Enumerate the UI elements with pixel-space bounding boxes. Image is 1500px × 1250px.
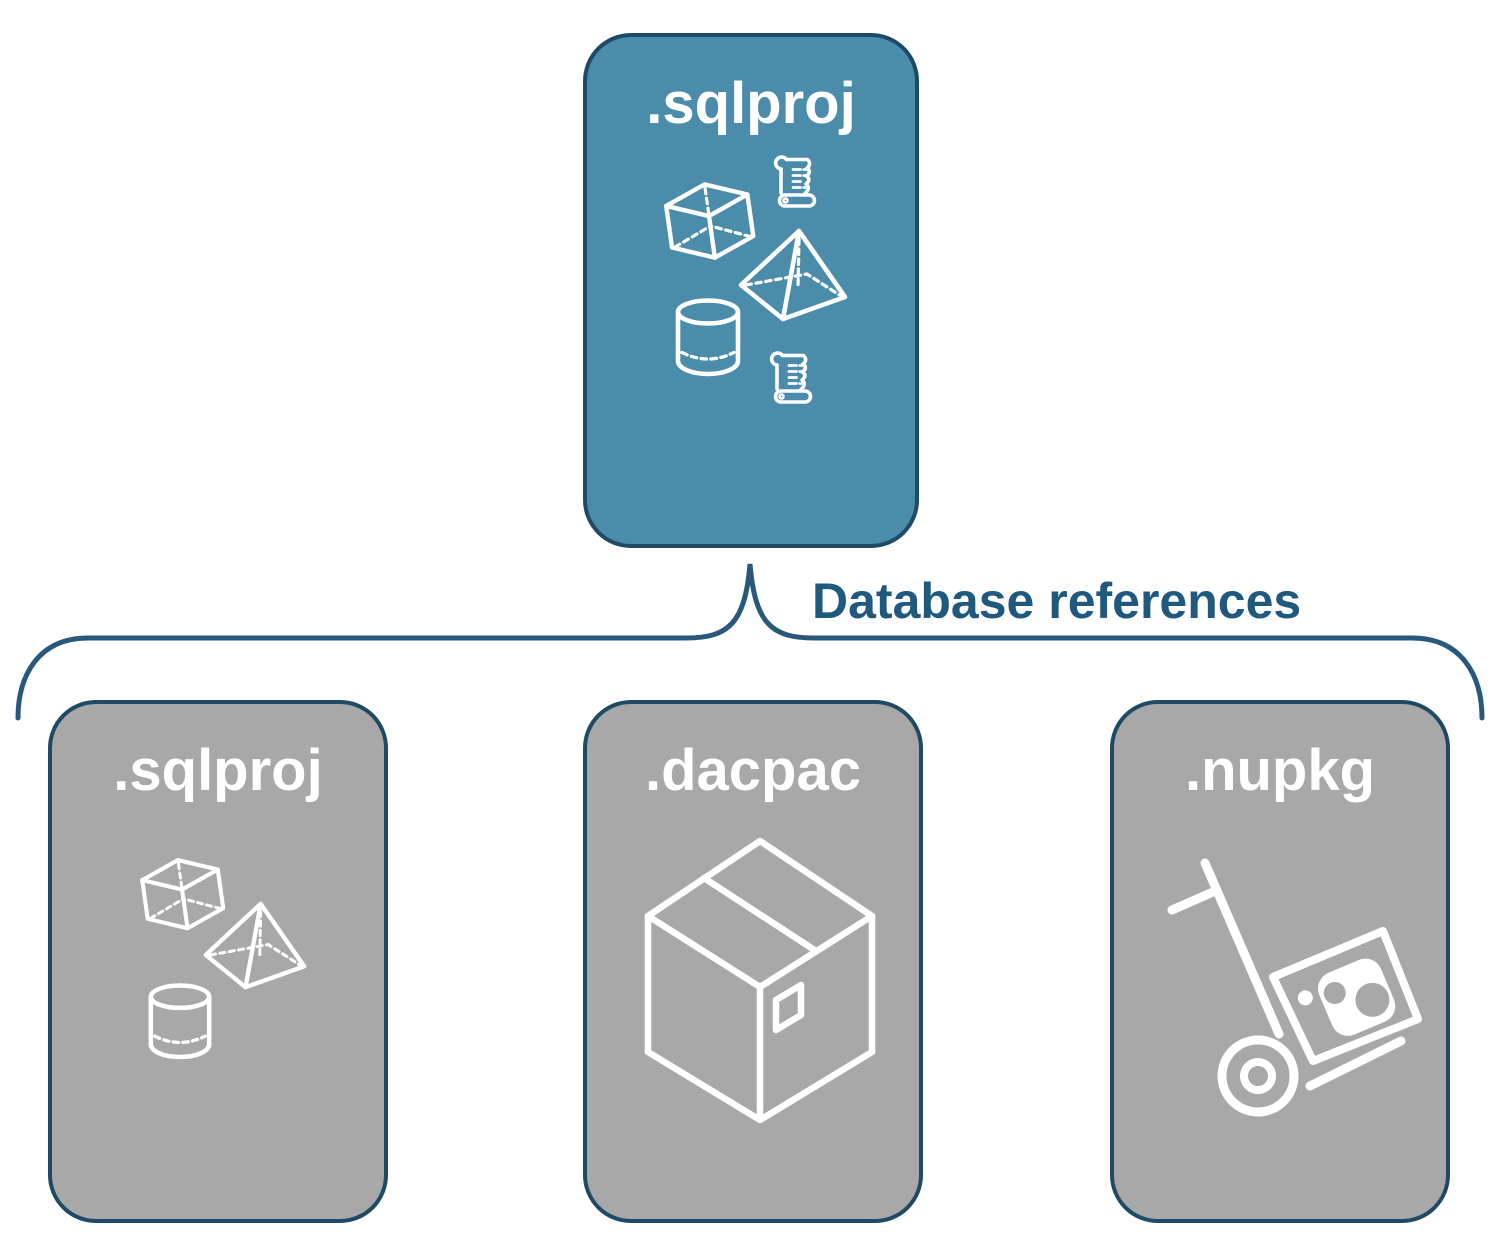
node-title: .dacpac <box>645 738 861 803</box>
package-box-icon <box>648 841 872 1120</box>
cube-icon <box>664 179 756 264</box>
sql-objects-icon-cluster <box>140 856 320 1068</box>
nuget-hand-truck-icon <box>1172 863 1418 1112</box>
node-child-dacpac: .dacpac <box>583 700 923 1223</box>
pyramid-icon <box>741 231 845 319</box>
cylinder-icon <box>151 986 209 1058</box>
node-title: .sqlproj <box>113 738 323 803</box>
package-box-icon <box>640 836 880 1126</box>
cylinder-icon <box>678 301 738 375</box>
script-scroll-icon <box>769 351 813 404</box>
node-title: .nupkg <box>1184 738 1376 803</box>
node-root-sqlproj: .sqlproj <box>583 33 919 548</box>
connector-label: Database references <box>812 573 1302 629</box>
pyramid-icon <box>206 904 304 987</box>
nuget-hand-truck-icon <box>1158 854 1428 1129</box>
script-scroll-icon <box>773 155 817 208</box>
node-child-nupkg: .nupkg <box>1110 700 1450 1223</box>
sql-objects-icon-cluster <box>659 155 869 404</box>
cube-icon <box>140 856 225 934</box>
node-child-sqlproj: .sqlproj <box>48 700 388 1223</box>
node-title: .sqlproj <box>646 71 856 136</box>
